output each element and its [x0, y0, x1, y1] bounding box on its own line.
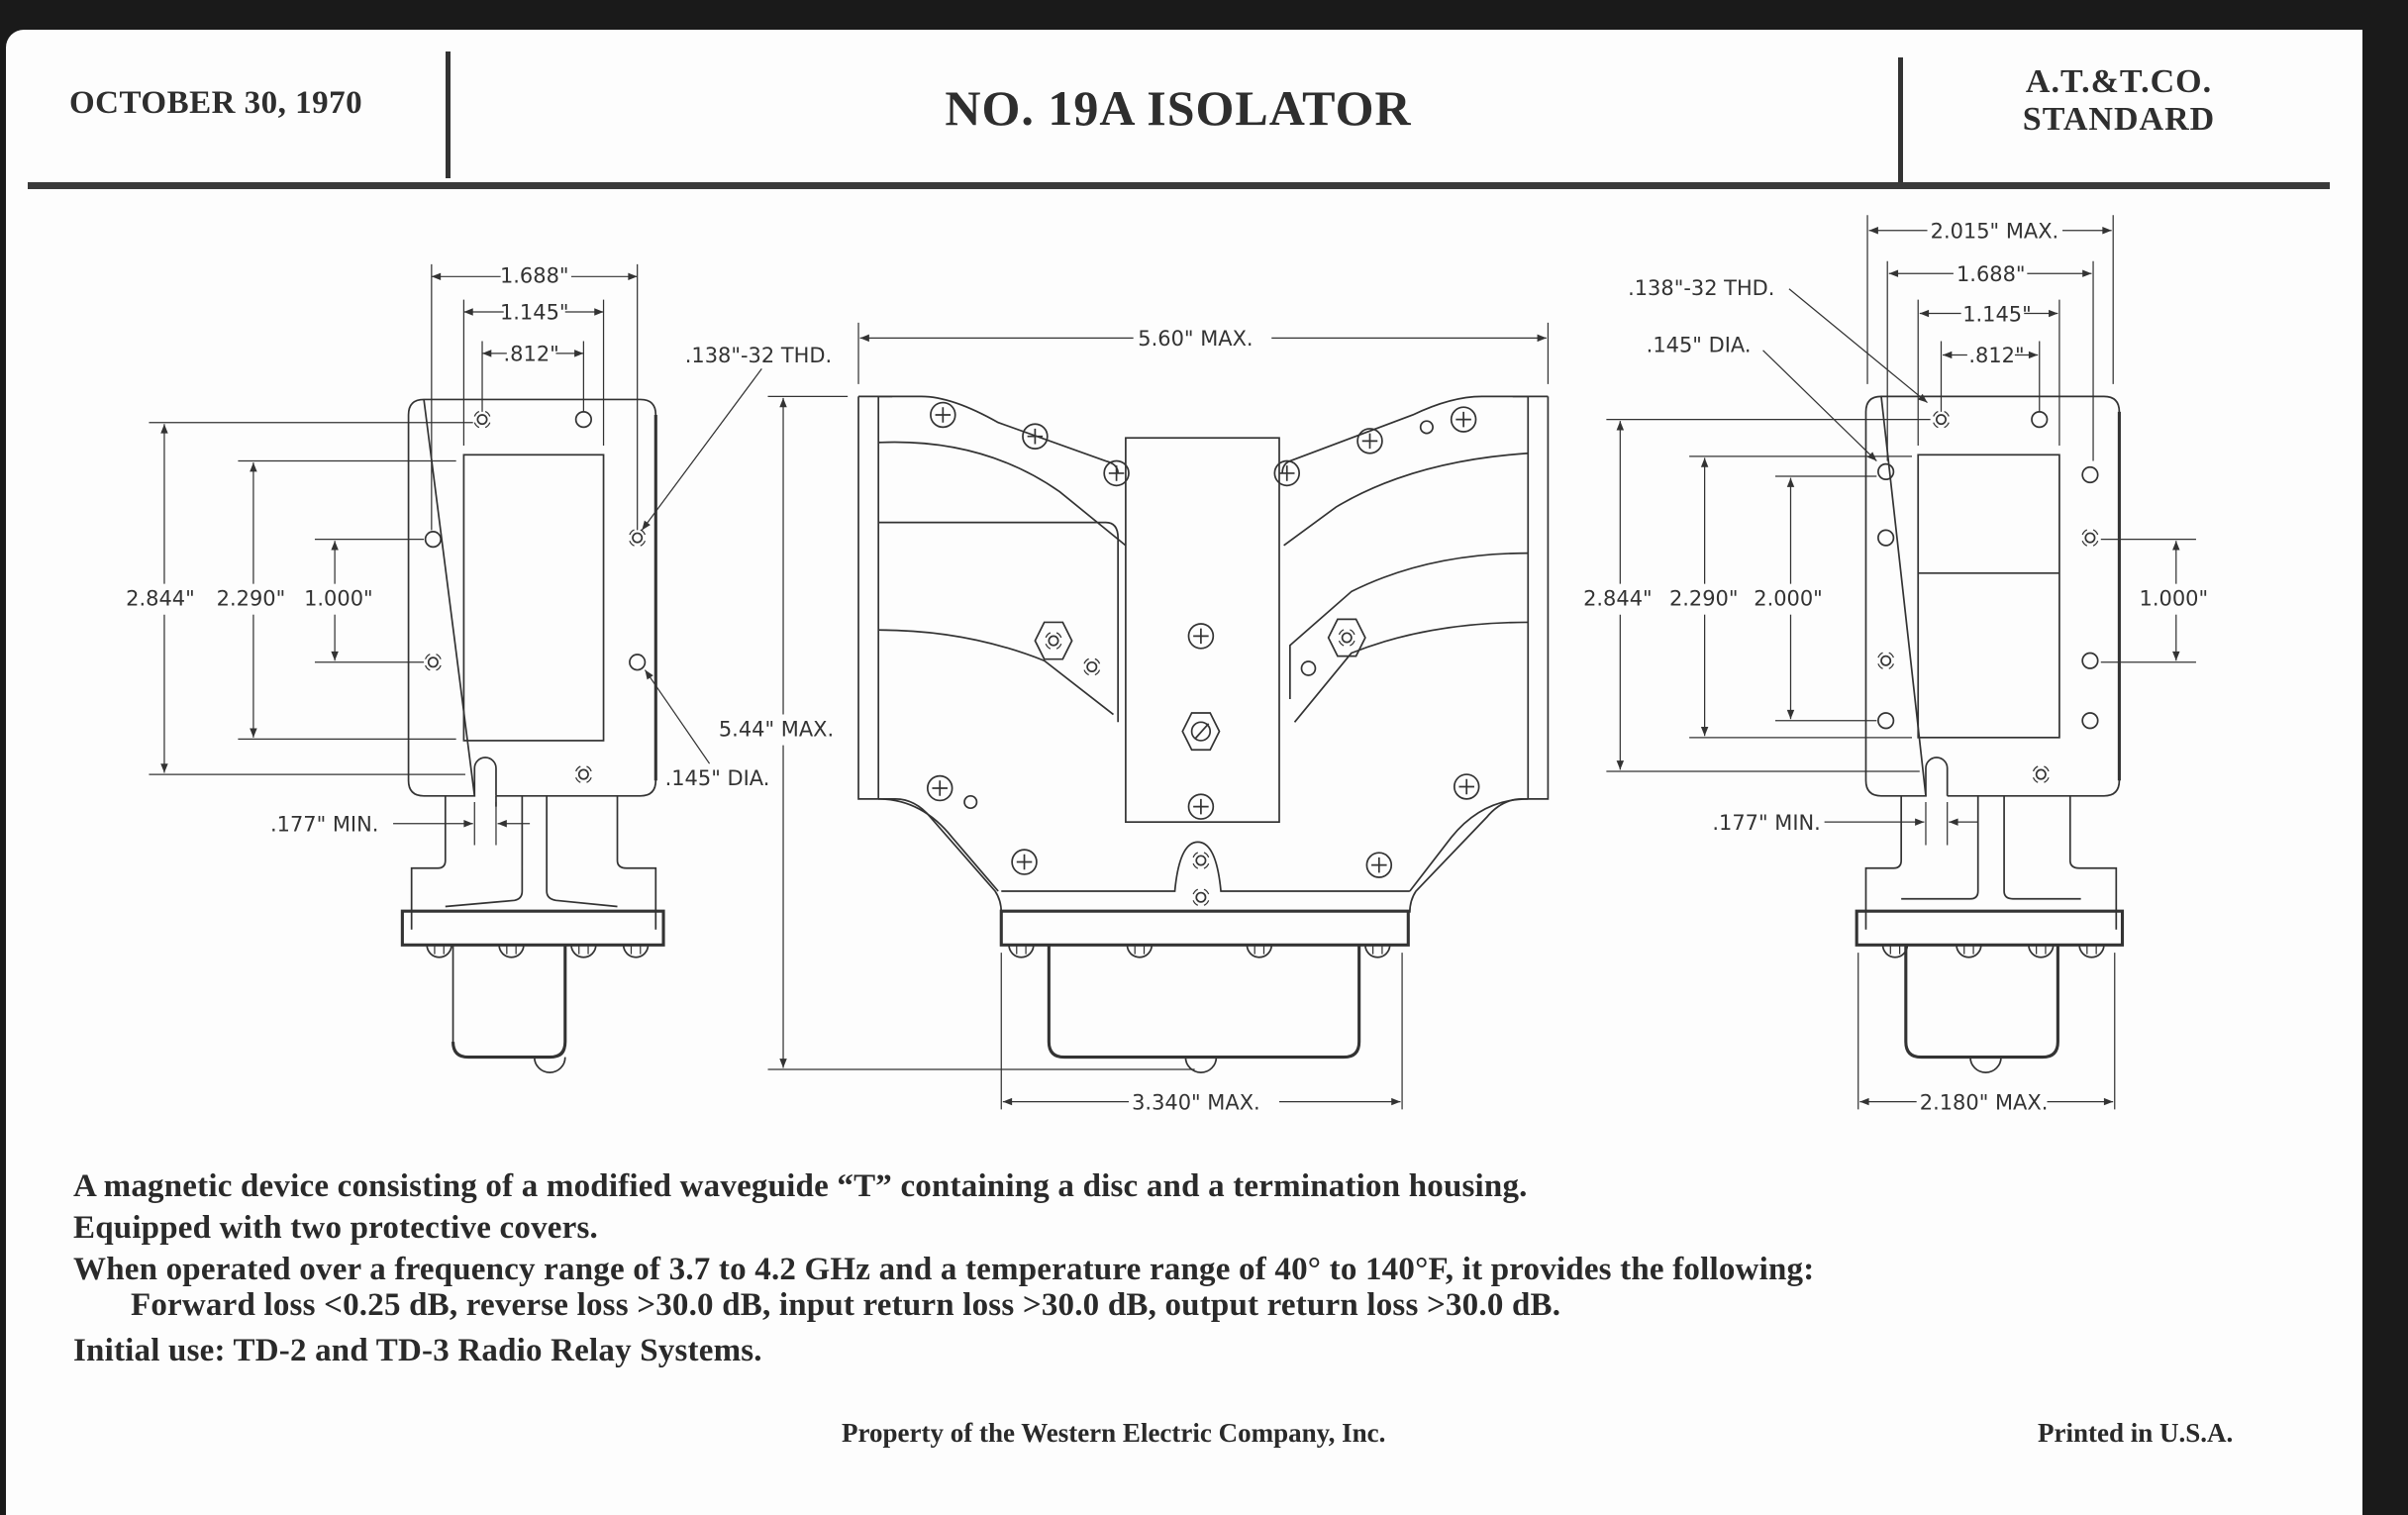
- dim-height-inner: 2.000": [1754, 586, 1823, 610]
- performance-specs: Forward loss <0.25 dB, reverse loss >30.…: [131, 1287, 1561, 1323]
- initial-use: Initial use: TD-2 and TD-3 Radio Relay S…: [73, 1333, 762, 1368]
- dim-height-outer: 2.844": [126, 586, 195, 610]
- document-date: OCTOBER 30, 1970: [69, 85, 363, 121]
- dim-width-inner: .812": [1968, 344, 2024, 367]
- right-view: 2.015" MAX. 1.688" 1.145" .812" 2.844" 2…: [1583, 215, 2208, 1114]
- callout-hole: .145" DIA.: [665, 766, 770, 790]
- description-line: Equipped with two protective covers.: [73, 1210, 598, 1246]
- dim-height-inner: 1.000": [304, 586, 373, 610]
- dim-width-mid: 1.145": [500, 301, 569, 325]
- dim-width-outer: 1.688": [1956, 262, 2026, 286]
- dim-base-width: 3.340" MAX.: [1132, 1090, 1260, 1114]
- dim-height-mid: 2.290": [217, 586, 286, 610]
- dim-total-height: 5.44" MAX.: [719, 717, 834, 741]
- dim-width-mid: 1.145": [1962, 302, 2032, 326]
- footer-property: Property of the Western Electric Company…: [842, 1418, 1386, 1448]
- callout-thread: .138"-32 THD.: [685, 344, 832, 367]
- dim-width-outer: 1.688": [500, 264, 569, 288]
- dim-base-width: 2.180" MAX.: [1920, 1090, 2049, 1114]
- standard-line-1: A.T.&T.CO.: [2025, 63, 2213, 100]
- header-divider: [446, 51, 451, 178]
- standard-line-2: STANDARD: [2022, 101, 2216, 138]
- dim-slot: .177" MIN.: [1712, 811, 1820, 835]
- description-line: When operated over a frequency range of …: [73, 1252, 1815, 1287]
- footer-printed: Printed in U.S.A.: [2038, 1418, 2234, 1448]
- description-line: A magnetic device consisting of a modifi…: [73, 1168, 1528, 1204]
- dim-width-inner: .812": [504, 343, 559, 366]
- dim-width-max: 2.015" MAX.: [1931, 220, 2059, 244]
- document-title: NO. 19A ISOLATOR: [945, 80, 1412, 136]
- callout-thread: .138"-32 THD.: [1628, 276, 1774, 300]
- dim-height-right: 1.000": [2140, 586, 2209, 610]
- dim-height-mid: 2.290": [1669, 586, 1739, 610]
- dim-height-outer: 2.844": [1583, 586, 1653, 610]
- center-view: 5.60" MAX. 5.44" MAX. 3.340" MAX.: [719, 322, 1550, 1114]
- document-sheet: [6, 30, 2362, 1515]
- header-rule: [28, 182, 2330, 189]
- callout-hole: .145" DIA.: [1647, 333, 1752, 356]
- dim-total-width: 5.60" MAX.: [1138, 327, 1253, 351]
- standard-label: A.T.&T.CO. STANDARD: [1911, 63, 2327, 139]
- left-view: 1.688" 1.145" .812" 2.844" 2.290" 1.000"…: [126, 264, 832, 1073]
- dim-slot: .177" MIN.: [270, 812, 378, 836]
- header-divider: [1898, 57, 1903, 182]
